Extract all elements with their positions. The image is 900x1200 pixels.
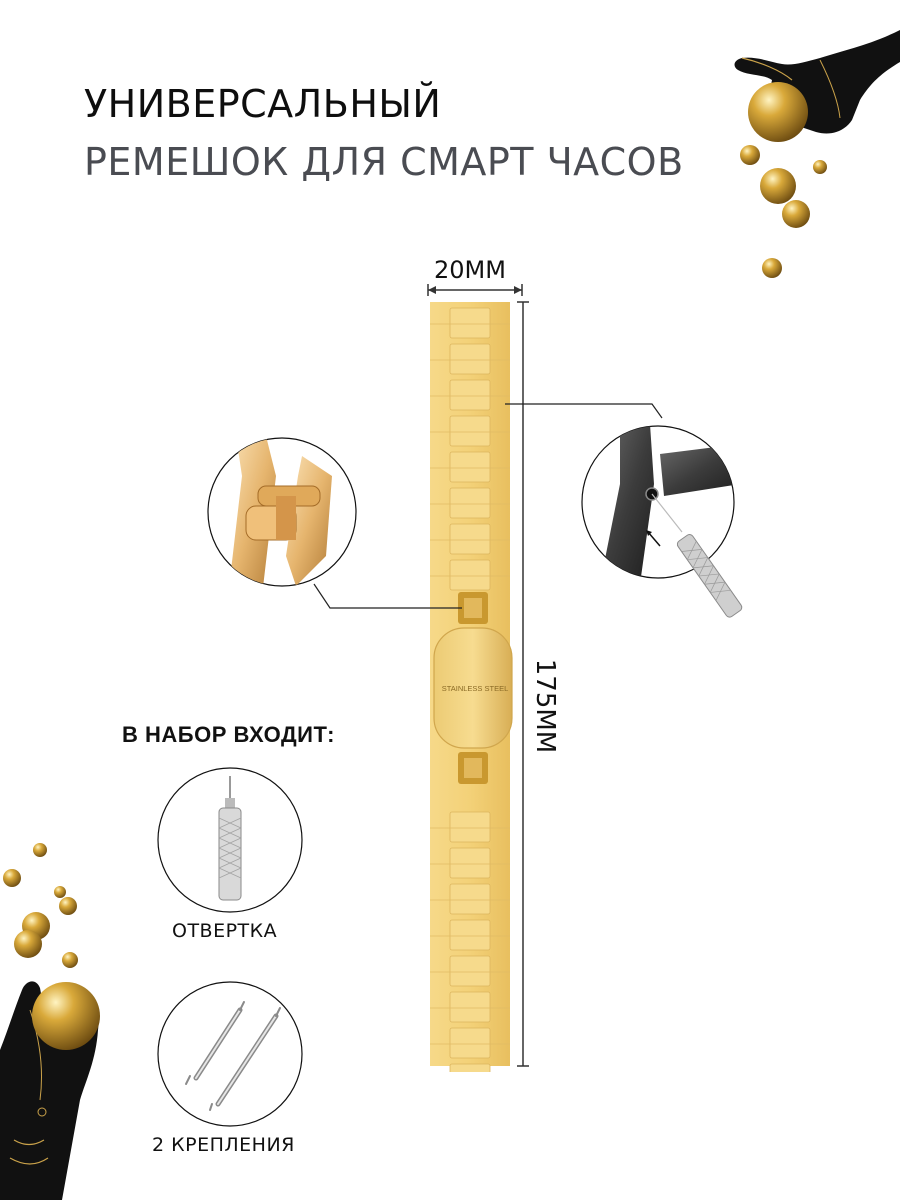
strap-center-link [449,991,491,1023]
strap-center-link [449,919,491,951]
kit-contents-title: В НАБОР ВХОДИТ: [122,722,335,747]
strap-center-link [449,1027,491,1059]
width-dimension-label: 20ММ [434,256,506,284]
hand-with-gold-balls-top-icon [734,0,900,278]
kit-item-screwdriver-label: ОТВЕРТКА [172,920,278,942]
hand-with-gold-balls-bottom-icon [0,843,100,1200]
page-title-line-2: РЕМЕШОК ДЛЯ СМАРТ ЧАСОВ [84,140,684,184]
strap-center-link [449,415,491,447]
strap-center-link [449,1063,491,1072]
page-title-line-1: УНИВЕРСАЛЬНЫЙ [84,82,442,126]
strap-links [430,307,510,1072]
watch-strap-image: STAINLESS STEEL [430,302,513,1072]
strap-center-link [449,883,491,915]
clasp-detail-callout [207,437,357,587]
screwdriver-tool-icon [676,534,743,618]
strap-center-link [449,343,491,375]
length-dimension-line [517,301,529,1067]
strap-center-link [449,811,491,843]
kit-item-spring-bars-label: 2 КРЕПЛЕНИЯ [152,1134,295,1156]
strap-center-link [449,307,491,339]
strap-center-link [449,955,491,987]
strap-center-link [449,379,491,411]
strap-center-link [449,523,491,555]
butterfly-clasp: STAINLESS STEEL [433,592,513,784]
spring-bar-icon [157,981,303,1127]
width-dimension-line [427,284,523,296]
strap-center-link [449,451,491,483]
strap-center-link [449,487,491,519]
clasp-engraving: STAINLESS STEEL [442,684,509,693]
strap-center-link [449,559,491,591]
strap-center-link [449,847,491,879]
screwdriver-icon [157,767,303,913]
